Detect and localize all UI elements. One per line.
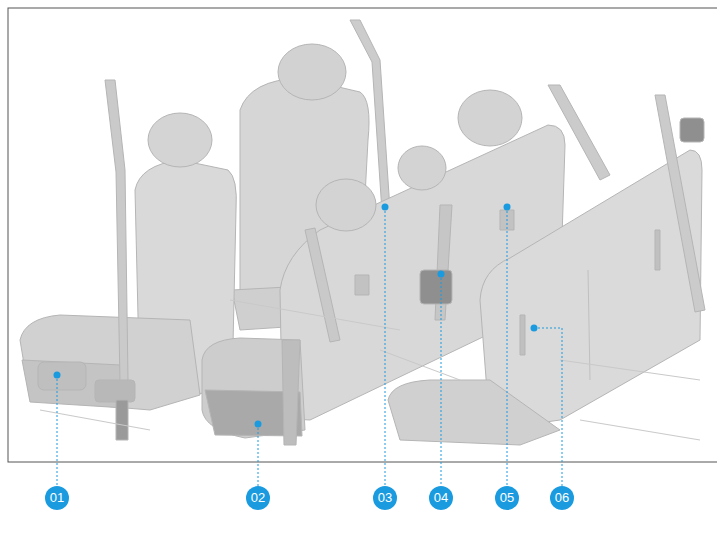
callout-text: 03 [373,486,397,510]
callout-text: 06 [550,486,574,510]
callout-number: 05 [495,486,519,510]
callout-number: 02 [246,486,270,510]
seats [20,20,705,445]
callout-text: 01 [45,486,69,510]
callout-text: 05 [495,486,519,510]
callout-number: 01 [45,486,69,510]
leader-dots [54,204,538,428]
callout-number: 03 [373,486,397,510]
callout-text: 04 [429,486,453,510]
callout-number: 06 [550,486,574,510]
leader-lines [57,207,562,486]
frame [8,8,717,462]
callout-number: 04 [429,486,453,510]
callout-text: 02 [246,486,270,510]
